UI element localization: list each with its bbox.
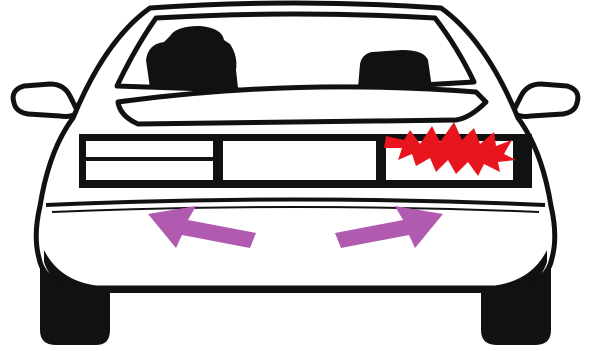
arrow-up-right-icon [335, 206, 443, 248]
license-plate-area [223, 141, 376, 180]
trunk-lid [115, 84, 489, 127]
right-seat [358, 50, 432, 88]
left-taillight-lower [86, 161, 213, 180]
burst-icon [384, 122, 516, 176]
left-seat [146, 26, 238, 88]
lower-body-crease-2 [51, 206, 540, 213]
left-side-mirror [10, 81, 81, 119]
rear-bumper [44, 250, 547, 293]
left-taillight-upper [86, 141, 213, 157]
right-side-mirror [510, 81, 581, 119]
arrow-up-left-icon [148, 206, 256, 248]
lower-body-crease [45, 197, 546, 207]
